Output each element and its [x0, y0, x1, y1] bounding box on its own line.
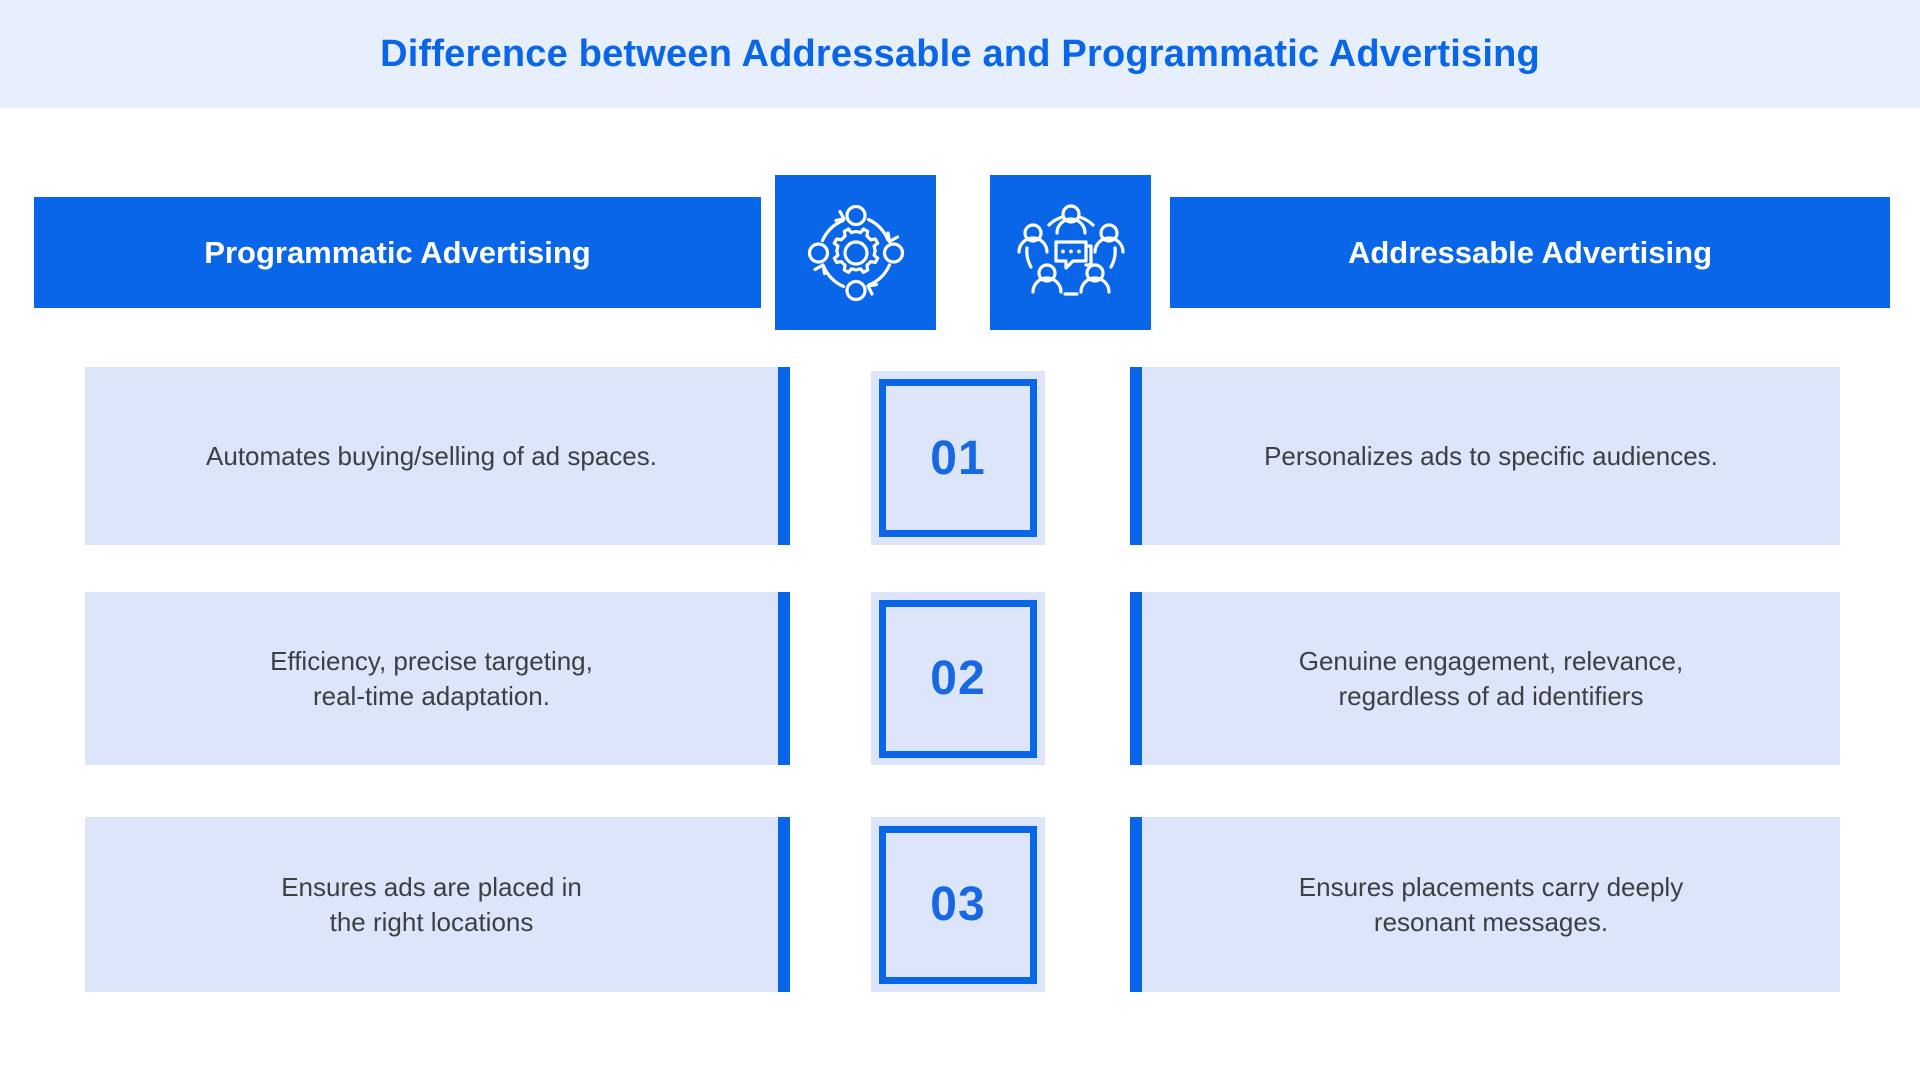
page-title: Difference between Addressable and Progr…	[380, 32, 1540, 75]
header-band: Difference between Addressable and Progr…	[0, 0, 1920, 108]
addressable-point-panel: Ensures placements carry deeply resonant…	[1142, 817, 1840, 992]
left-accent-bar	[778, 817, 790, 992]
left-accent-bar	[778, 367, 790, 545]
gear-automation-cycle-icon	[801, 198, 911, 308]
row-number-frame: 03	[879, 825, 1037, 984]
programmatic-point-panel: Efficiency, precise targeting, real-time…	[85, 592, 778, 765]
programmatic-point-text: Efficiency, precise targeting, real-time…	[270, 646, 593, 711]
addressable-point-panel: Genuine engagement, relevance, regardles…	[1142, 592, 1840, 765]
left-accent-bar	[778, 592, 790, 765]
row-number-frame: 01	[879, 379, 1037, 537]
row-number-label: 02	[930, 652, 986, 705]
programmatic-point-text: Automates buying/selling of ad spaces.	[206, 440, 657, 471]
column-header-programmatic-label: Programmatic Advertising	[204, 234, 591, 270]
row-number-label: 03	[930, 878, 986, 931]
row-number-frame: 02	[879, 599, 1037, 758]
programmatic-point-text: Ensures ads are placed in the right loca…	[281, 872, 582, 937]
column-header-addressable-label: Addressable Advertising	[1347, 234, 1713, 270]
right-accent-bar	[1130, 367, 1142, 545]
addressable-point-text: Personalizes ads to specific audiences.	[1264, 440, 1718, 471]
column-header-programmatic: Programmatic Advertising	[34, 197, 761, 308]
comparison-row: Automates buying/selling of ad spaces. 0…	[0, 367, 1920, 545]
comparison-row: Ensures ads are placed in the right loca…	[0, 817, 1920, 992]
addressable-point-text: Ensures placements carry deeply resonant…	[1298, 872, 1684, 937]
column-heading-row: Programmatic Advertising	[0, 175, 1920, 330]
column-header-addressable: Addressable Advertising	[1170, 197, 1890, 308]
row-number-badge: 01	[871, 371, 1045, 545]
addressable-icon-tile	[990, 175, 1151, 330]
row-number-label: 01	[930, 431, 986, 485]
addressable-point-text: Genuine engagement, relevance, regardles…	[1298, 646, 1684, 711]
audience-network-chat-icon	[1016, 198, 1126, 308]
addressable-point-panel: Personalizes ads to specific audiences.	[1142, 367, 1840, 545]
row-number-badge: 03	[871, 817, 1045, 992]
right-accent-bar	[1130, 817, 1142, 992]
row-number-badge: 02	[871, 592, 1045, 765]
programmatic-point-panel: Ensures ads are placed in the right loca…	[85, 817, 778, 992]
programmatic-point-panel: Automates buying/selling of ad spaces.	[85, 367, 778, 545]
right-accent-bar	[1130, 592, 1142, 765]
comparison-row: Efficiency, precise targeting, real-time…	[0, 592, 1920, 765]
programmatic-icon-tile	[775, 175, 936, 330]
